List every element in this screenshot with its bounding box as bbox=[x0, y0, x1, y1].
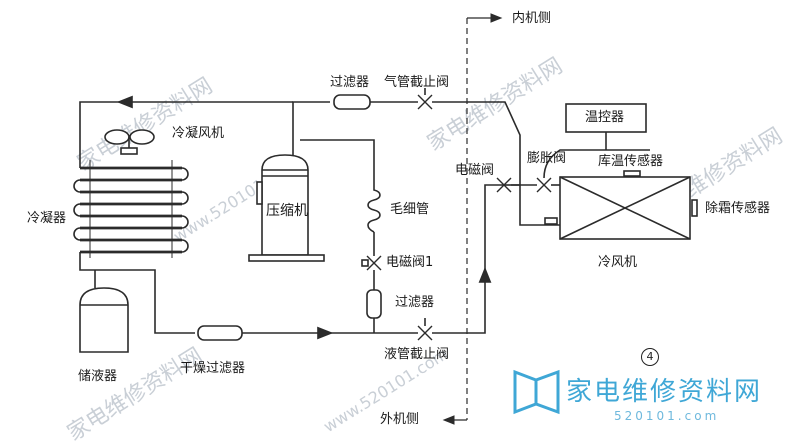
logo-url: 520101.com bbox=[614, 409, 720, 423]
condenser-label: 冷凝器 bbox=[27, 211, 67, 226]
cooler-fan-label: 冷风机 bbox=[598, 255, 638, 270]
room-temp-sensor-label: 库温传感器 bbox=[598, 154, 664, 169]
capillary-label: 毛细管 bbox=[390, 202, 430, 217]
compressor-label: 压缩机 bbox=[266, 203, 308, 219]
indoor-side-label: 内机侧 bbox=[512, 11, 552, 26]
top-filter-label: 过滤器 bbox=[330, 75, 370, 90]
defrost-sensor-label: 除霜传感器 bbox=[705, 201, 771, 216]
figure-number: 4 bbox=[641, 348, 659, 366]
thermostat-label: 温控器 bbox=[585, 110, 625, 125]
condenser-fan-label: 冷凝风机 bbox=[172, 126, 225, 141]
gas-stop-valve-label: 气管截止阀 bbox=[384, 75, 450, 90]
liquid-stop-valve-label: 液管截止阀 bbox=[384, 347, 450, 362]
solenoid-valve-1-label: 电磁阀1 bbox=[386, 255, 434, 270]
dry-filter-label: 干燥过滤器 bbox=[180, 361, 246, 376]
receiver-label: 储液器 bbox=[78, 369, 118, 384]
mid-filter-label: 过滤器 bbox=[395, 295, 435, 310]
expansion-valve-label: 膨胀阀 bbox=[527, 151, 567, 166]
outdoor-side-label: 外机侧 bbox=[380, 412, 420, 427]
logo-text: 家电维修资料网 bbox=[566, 377, 763, 407]
solenoid-valve-label: 电磁阀 bbox=[455, 163, 495, 178]
